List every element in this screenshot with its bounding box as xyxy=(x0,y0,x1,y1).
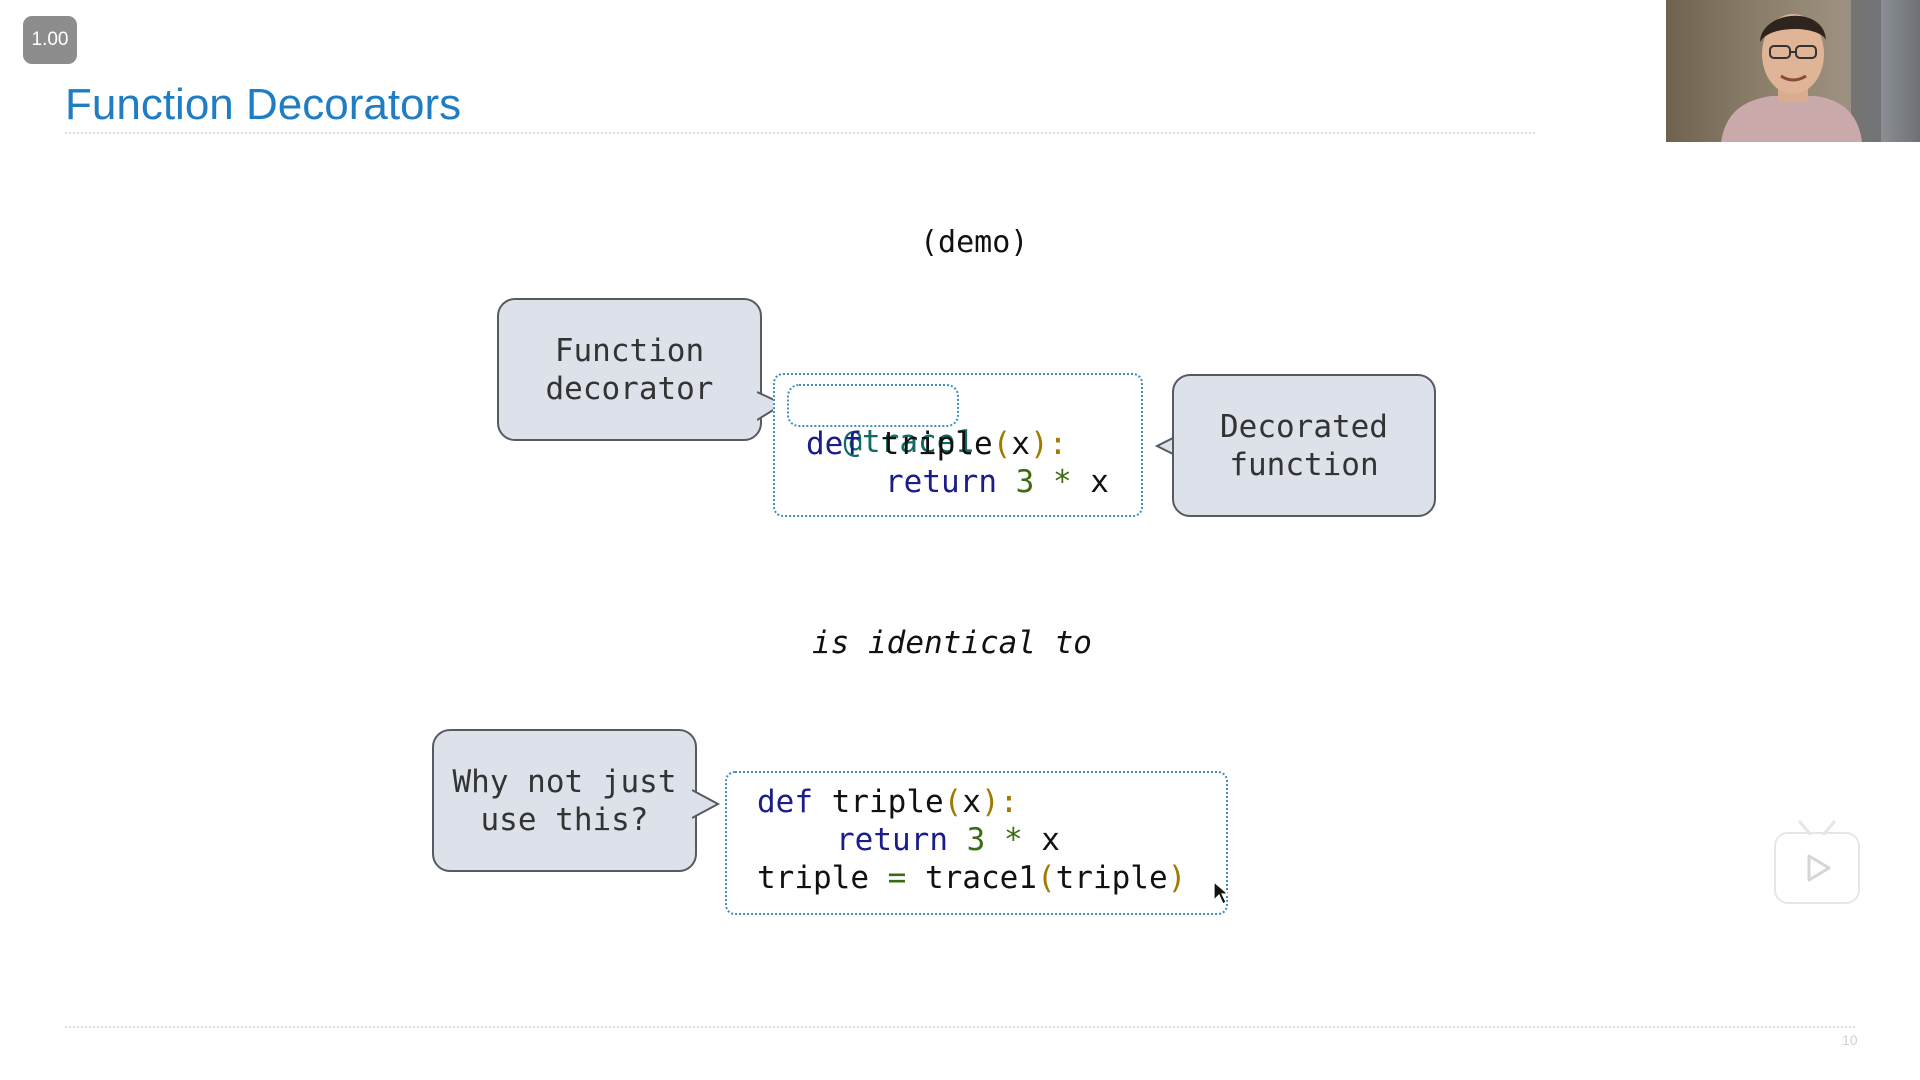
identical-label: is identical to xyxy=(812,625,1092,661)
play-button[interactable] xyxy=(1774,832,1860,904)
callout-text-line: use this? xyxy=(480,801,649,838)
code-line-return: return 3 * x xyxy=(885,464,1109,500)
title-divider xyxy=(65,132,1535,134)
callout-text-line: Decorated xyxy=(1220,408,1388,445)
code-line-assign: triple = trace1(triple) xyxy=(757,860,1187,896)
tv-antenna-icon xyxy=(1798,820,1836,836)
demo-label: (demo) xyxy=(920,225,1029,260)
footer-divider xyxy=(65,1026,1855,1028)
playback-speed-badge[interactable]: 1.00 xyxy=(23,16,77,64)
webcam-video xyxy=(1666,0,1920,142)
mouse-cursor-icon xyxy=(1213,880,1230,905)
callout-pointer-right xyxy=(692,789,721,819)
code-line-def: def triple(x): xyxy=(806,426,1068,462)
decorator-highlight xyxy=(787,384,959,427)
code-line-decorator: @trace1 xyxy=(843,424,974,460)
function-decorator-callout: Function decorator xyxy=(497,298,762,441)
slide-title: Function Decorators xyxy=(65,80,462,129)
code-line-def: def triple(x): xyxy=(757,784,1019,820)
code-line-return: return 3 * x xyxy=(836,822,1060,858)
page-number: 10 xyxy=(1842,1032,1858,1048)
equivalent-code-block xyxy=(725,771,1228,915)
callout-text-line: Why not just xyxy=(452,763,677,800)
callout-text-line: decorator xyxy=(545,370,714,407)
decorated-function-callout: Decorated function xyxy=(1172,374,1436,517)
why-not-callout: Why not just use this? xyxy=(432,729,697,872)
presenter-silhouette xyxy=(1721,0,1881,142)
play-icon xyxy=(1807,854,1831,882)
callout-text-line: Function xyxy=(554,332,705,369)
callout-text-line: function xyxy=(1229,446,1379,483)
